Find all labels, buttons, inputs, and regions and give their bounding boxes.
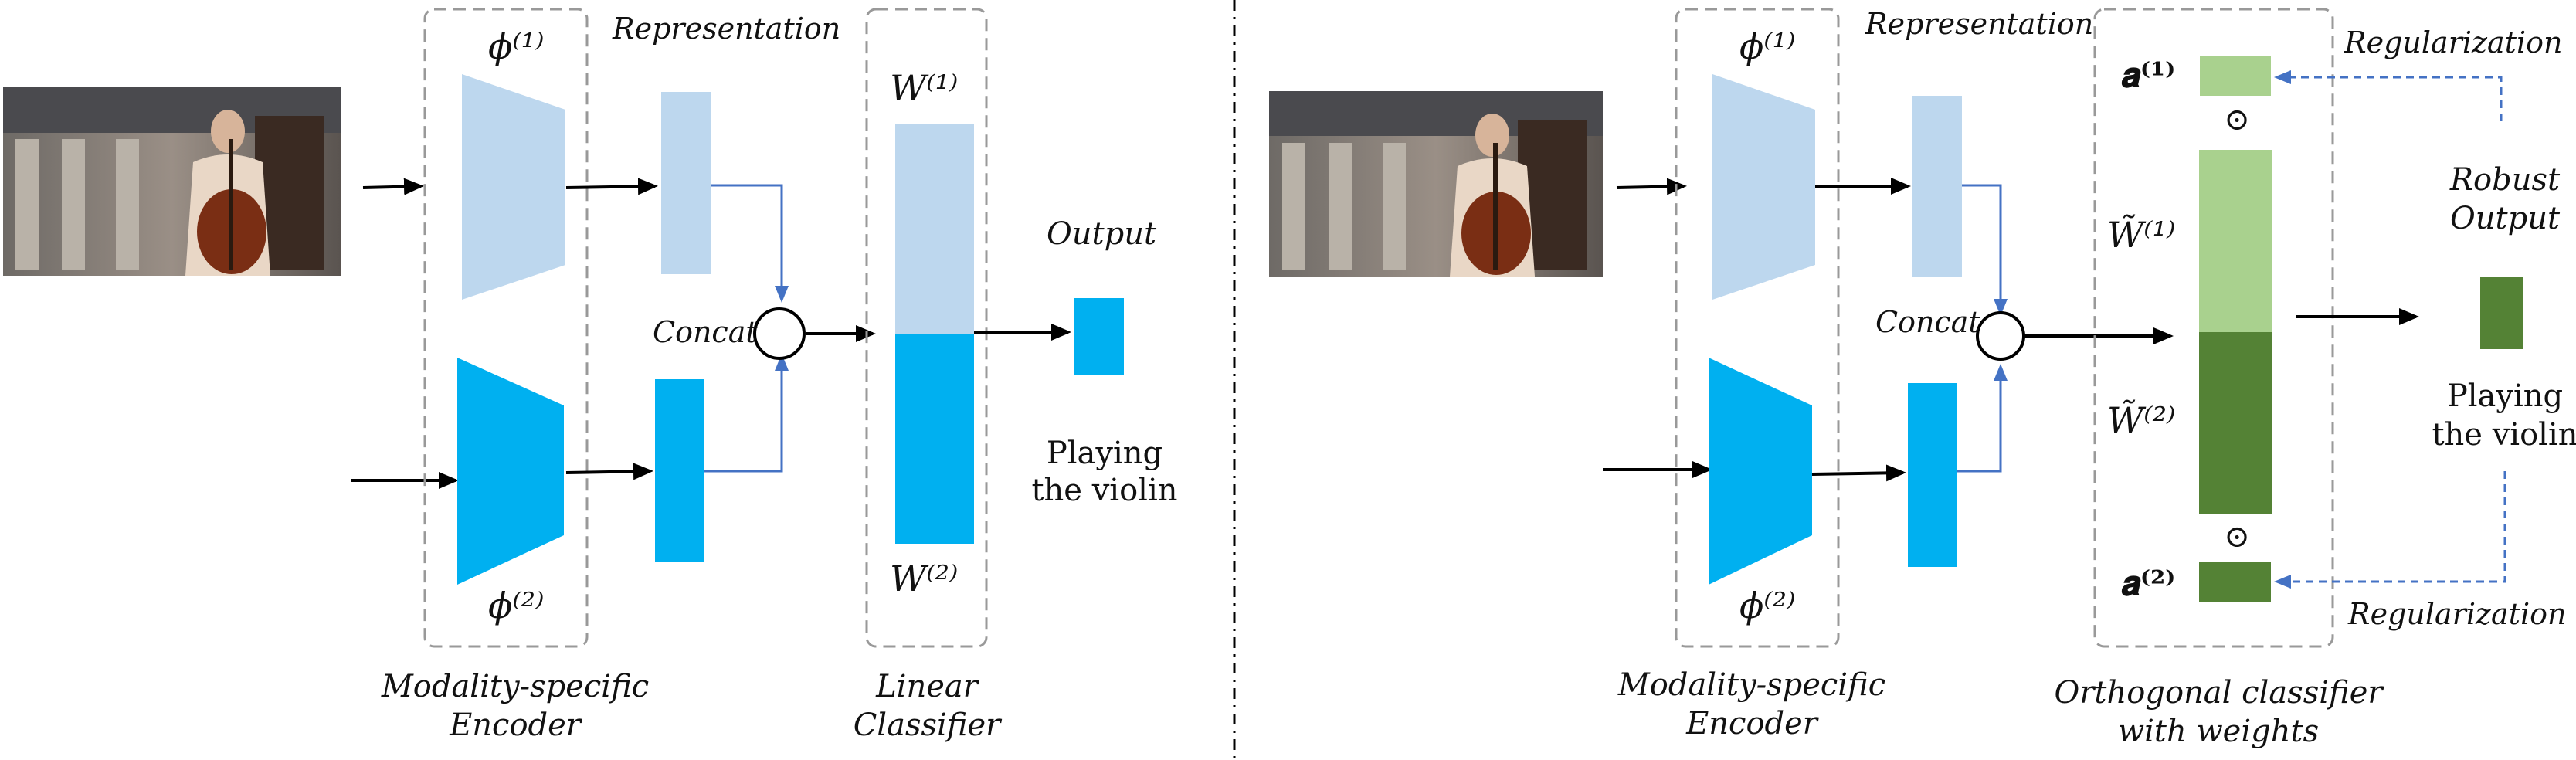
audio-waveform-right: [1304, 422, 1556, 539]
result-line1-right: Playing: [2447, 378, 2563, 414]
result-line1-left: Playing: [1047, 436, 1162, 471]
modality-weight-a1: [2200, 56, 2271, 96]
w2-label-left: W⁽²⁾: [890, 558, 958, 599]
odot-bottom: ⊙: [2224, 519, 2250, 555]
visual-encoder-left: [462, 74, 565, 300]
classifier-box-left: [865, 8, 988, 648]
encoder-caption-line1-right: Modality-specific: [1617, 667, 1885, 703]
classifier-caption-line2-left: Classifier: [854, 707, 1003, 743]
classifier-weight-w2-right: [2199, 332, 2272, 514]
audio-encoder-left: [457, 358, 564, 585]
visual-feature-left: [661, 92, 711, 274]
representation-label-right: Representation: [1865, 7, 2093, 41]
classifier-caption-line2-right: with weights: [2118, 714, 2319, 749]
output-block-right: [2480, 277, 2523, 349]
classifier-box-right: [2093, 8, 2334, 648]
robust-output-line2: Output: [2450, 201, 2561, 236]
classifier-caption-line1-left: Linear: [875, 669, 980, 704]
encoder-caption-line2-left: Encoder: [449, 707, 583, 743]
encoder-box-left: [423, 8, 589, 648]
a2-label: 𝒂⁽²⁾: [2121, 564, 2175, 603]
a1-label: 𝒂⁽¹⁾: [2121, 56, 2175, 95]
modality-weight-a2: [2199, 562, 2271, 602]
encoder-caption-line2-right: Encoder: [1685, 706, 1820, 741]
output-label-left: Output: [1047, 216, 1157, 252]
phi2-label-left: ϕ⁽²⁾: [488, 585, 544, 626]
phi1-label-right: ϕ⁽¹⁾: [1739, 25, 1795, 67]
representation-label-left: Representation: [612, 12, 840, 46]
video-frame-image-right: [1269, 91, 1603, 277]
audio-feature-right: [1908, 383, 1957, 567]
result-line2-right: the violin: [2432, 417, 2576, 453]
w1-label-right: W̃⁽¹⁾: [2107, 214, 2175, 256]
w2-label-right: W̃⁽²⁾: [2107, 399, 2175, 441]
audio-feature-left: [655, 379, 704, 562]
output-block-left: [1074, 298, 1124, 375]
encoder-box-right: [1675, 8, 1840, 648]
classifier-weight-w1-right: [2199, 150, 2272, 332]
concat-node-left: [753, 307, 806, 360]
concat-node-right: [1976, 311, 2025, 361]
regularization-label-bottom: Regularization: [2347, 597, 2566, 631]
visual-feature-right: [1912, 96, 1962, 277]
audio-encoder-right: [1709, 358, 1812, 585]
phi1-label-left: ϕ⁽¹⁾: [488, 25, 544, 67]
right-panel: ϕ⁽¹⁾ ϕ⁽²⁾ Representation Concat 𝒂⁽¹⁾ ⊙ W…: [1269, 7, 2576, 749]
classifier-caption-line1-right: Orthogonal classifier: [2055, 675, 2385, 711]
video-frame-image-left: [3, 87, 341, 276]
classifier-weight-w2-left: [895, 334, 974, 544]
regularization-label-top: Regularization: [2344, 25, 2562, 59]
odot-top: ⊙: [2224, 102, 2250, 137]
phi2-label-right: ϕ⁽²⁾: [1739, 585, 1795, 626]
visual-encoder-right: [1712, 74, 1815, 300]
audio-waveform-left: [33, 418, 290, 552]
w1-label-left: W⁽¹⁾: [890, 67, 958, 109]
result-line2-left: the violin: [1031, 473, 1177, 508]
classifier-weight-w1-left: [895, 124, 974, 334]
left-panel: ϕ⁽¹⁾ ϕ⁽²⁾ Representation Concat W⁽¹⁾ W⁽²…: [3, 8, 1178, 743]
encoder-caption-line1-left: Modality-specific: [381, 669, 649, 704]
concat-label-right: Concat: [1875, 305, 1980, 339]
robust-output-line1: Robust: [2449, 162, 2561, 198]
concat-label-left: Concat: [653, 315, 758, 349]
